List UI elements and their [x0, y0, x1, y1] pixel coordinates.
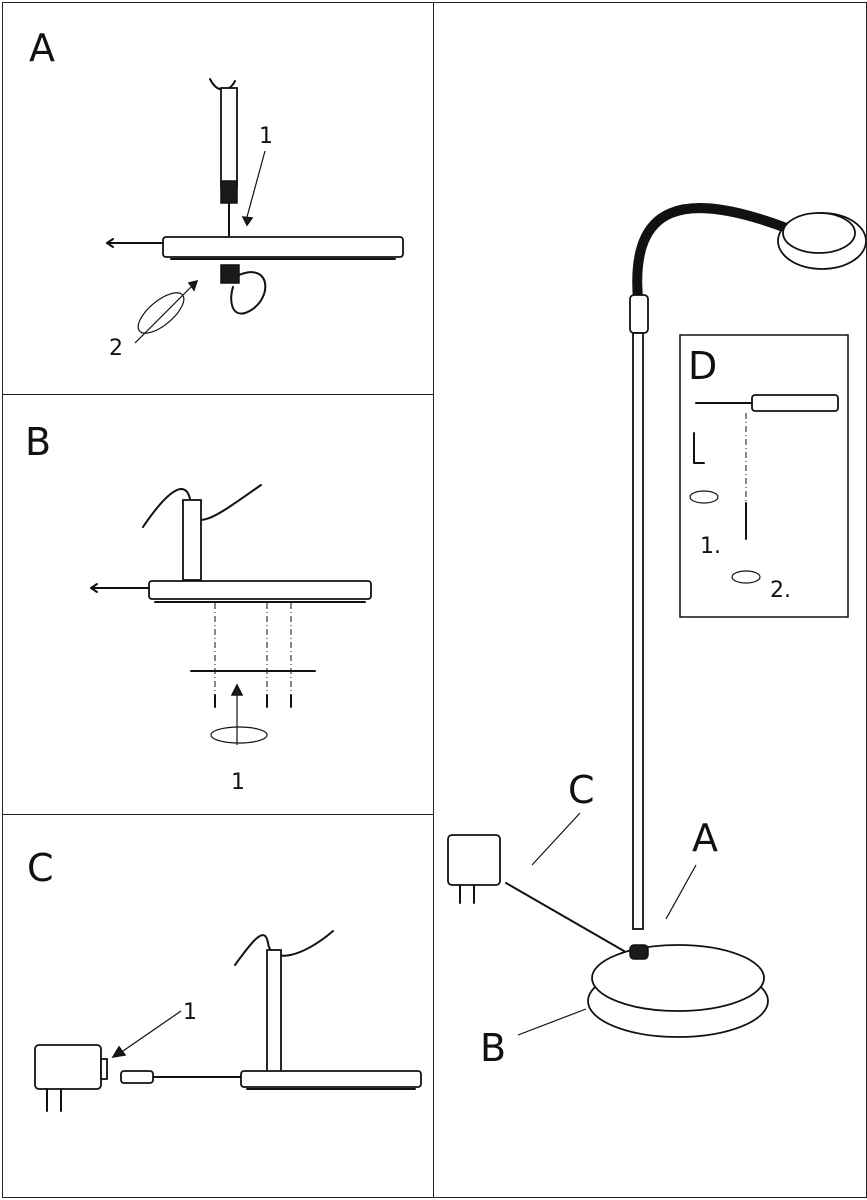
stem-break-line [142, 484, 262, 528]
base-plate [240, 1070, 422, 1088]
hex-key [693, 432, 705, 464]
stem-tube [182, 499, 202, 581]
panel-b-illustration: B 1 [25, 420, 372, 795]
callout-b-arrow [517, 1008, 587, 1036]
step-1-label: 1 [183, 1000, 197, 1025]
arrow-2 [134, 286, 192, 344]
floor-lamp-illustration: C A B D 1. 2. [447, 203, 866, 1070]
inset-d-label: D [688, 344, 717, 388]
step-2-label: 2. [770, 578, 791, 603]
panel-c-illustration: C 1 [27, 846, 422, 1112]
cable-loop [230, 271, 267, 315]
power-adapter [447, 834, 501, 886]
power-adapter [34, 1044, 102, 1090]
callout-b-label: B [480, 1026, 506, 1070]
inset-d-frame [679, 334, 849, 618]
arm-joint [629, 294, 649, 334]
rotate-icon [210, 726, 268, 744]
panel-c-power-connection: C 1 [2, 814, 435, 1198]
stem-tube [220, 87, 238, 189]
base-plate [148, 580, 372, 600]
panel-b-label: B [25, 420, 51, 464]
step-1-label: 1 [231, 770, 245, 795]
step-1-label: 1. [700, 534, 721, 559]
panel-floor-lamp-overview: C A B D 1. 2. [433, 2, 867, 1198]
panel-a-illustration: A 1 2 [29, 26, 404, 361]
power-cable [505, 882, 625, 952]
rotate-icon-1 [689, 490, 719, 504]
arrow-1 [122, 1010, 182, 1052]
panel-c-label: C [27, 846, 54, 890]
arrow-1 [246, 150, 266, 218]
gooseneck-arm [632, 203, 794, 304]
panel-b-base-plate-screws: B 1 [2, 394, 435, 816]
rotate-icon-2 [731, 570, 761, 584]
panel-a-stem-mounting: A 1 2 [2, 2, 435, 396]
stem-break-line [234, 930, 334, 966]
screws [214, 694, 292, 708]
step-2-label: 2 [109, 336, 123, 361]
callout-c-arrow [531, 812, 581, 866]
rotate-icon [137, 292, 185, 334]
callout-a-label: A [692, 816, 718, 860]
base-plate [162, 236, 404, 258]
stem-tube [266, 949, 282, 1073]
threaded-end [220, 180, 238, 204]
panel-a-label: A [29, 26, 55, 70]
lamp-pole [632, 332, 644, 930]
step-1-label: 1 [259, 124, 273, 149]
nut-and-washer [220, 264, 240, 284]
pole-collar [629, 944, 649, 960]
callout-a-arrow [665, 864, 697, 920]
dc-plug [120, 1070, 154, 1084]
lamp-head-side [751, 394, 839, 412]
callout-c-label: C [568, 768, 595, 812]
